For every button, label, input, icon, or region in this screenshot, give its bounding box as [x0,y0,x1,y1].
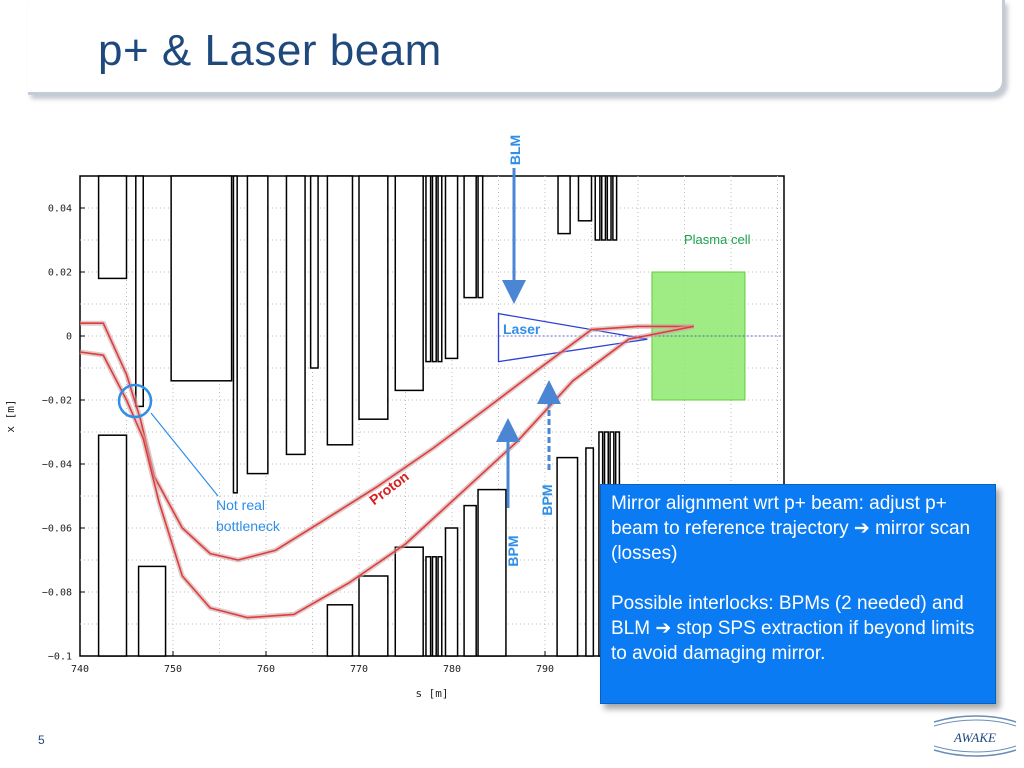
aperture-bottom [358,575,389,657]
aperture-bottom [463,504,477,657]
y-axis-label: x [m] [4,399,17,432]
aperture-bottom [326,604,354,657]
x-tick-label: 770 [350,664,368,675]
aperture-bottom [425,556,432,657]
aperture-top [170,175,233,382]
y-tick-label: −0.1 [48,652,72,663]
page-number: 5 [38,733,45,747]
aperture-top [606,175,612,241]
y-tick-label: 0.04 [48,204,72,215]
aperture-bottom [437,556,443,657]
proton-envelope-lower [79,325,694,619]
info-box: Mirror alignment wrt p+ beam: adjust p+ … [600,484,996,704]
title-frame [28,0,1005,95]
awake-logo: AWAKE [933,715,1017,757]
bottleneck-circle [117,383,153,419]
laser-beam-cone [497,312,648,363]
aperture-bottom [585,447,595,657]
x-tick-label: 780 [443,664,461,675]
blm-label: BLM [507,135,523,165]
aperture-top [326,175,354,446]
aperture-top [594,175,601,241]
slide-title: p+ & Laser beam [98,26,442,75]
aperture-top [437,175,443,363]
y-tick-label: −0.06 [42,524,72,535]
aperture-top [577,175,593,222]
aperture-top [557,175,571,235]
y-tick-label: 0.02 [48,268,72,279]
x-tick-label: 740 [71,664,89,675]
aperture-bottom [477,488,507,657]
proton-envelope-upper [80,322,694,561]
x-tick-label: 790 [536,664,554,675]
aperture-top [612,175,618,241]
aperture-bottom [444,527,459,657]
aperture-top [358,175,389,420]
aperture-bottom [137,565,167,657]
bpm1-label: BPM [505,535,521,566]
y-tick-label: 0 [66,332,72,343]
aperture-top [477,175,484,299]
aperture-bottom [394,546,424,657]
aperture-bottom [97,434,128,657]
info-paragraph-alignment: Mirror alignment wrt p+ beam: adjust p+ … [611,493,971,564]
bottleneck-pointer [150,412,219,497]
aperture-top [97,175,128,280]
awake-logo-text: AWAKE [953,730,996,745]
aperture-top [463,175,477,299]
aperture-top [394,175,424,392]
aperture-top [425,175,432,363]
aperture-top [431,175,437,363]
aperture-top [309,175,319,369]
info-paragraph-interlocks: Possible interlocks: BPMs (2 needed) and… [611,593,975,664]
laser-label: Laser [503,321,541,337]
aperture-top [135,175,144,408]
aperture-bottom [556,456,579,657]
bottleneck-label: bottleneck [216,518,281,534]
beams [79,312,784,621]
x-tick-label: 760 [257,664,275,675]
not-real-label: Not real [216,497,265,513]
y-tick-label: −0.02 [42,396,72,407]
x-axis-label: s [m] [415,687,448,700]
apertures [97,175,621,657]
axis-ticks: 740 750 760 770 780 790 0.04 0.02 0 −0.02 −0.04 −0.… [42,204,554,676]
y-tick-label: −0.04 [42,460,72,471]
plasma-cell-label: Plasma cell [684,232,751,247]
aperture-top [232,175,238,494]
bpm2-label: BPM [539,484,555,515]
aperture-top [600,175,607,241]
aperture-top [444,175,459,360]
aperture-top [246,175,269,475]
x-tick-label: 750 [164,664,182,675]
aperture-top [285,175,306,456]
aperture-bottom [431,556,437,657]
y-tick-label: −0.08 [42,588,72,599]
